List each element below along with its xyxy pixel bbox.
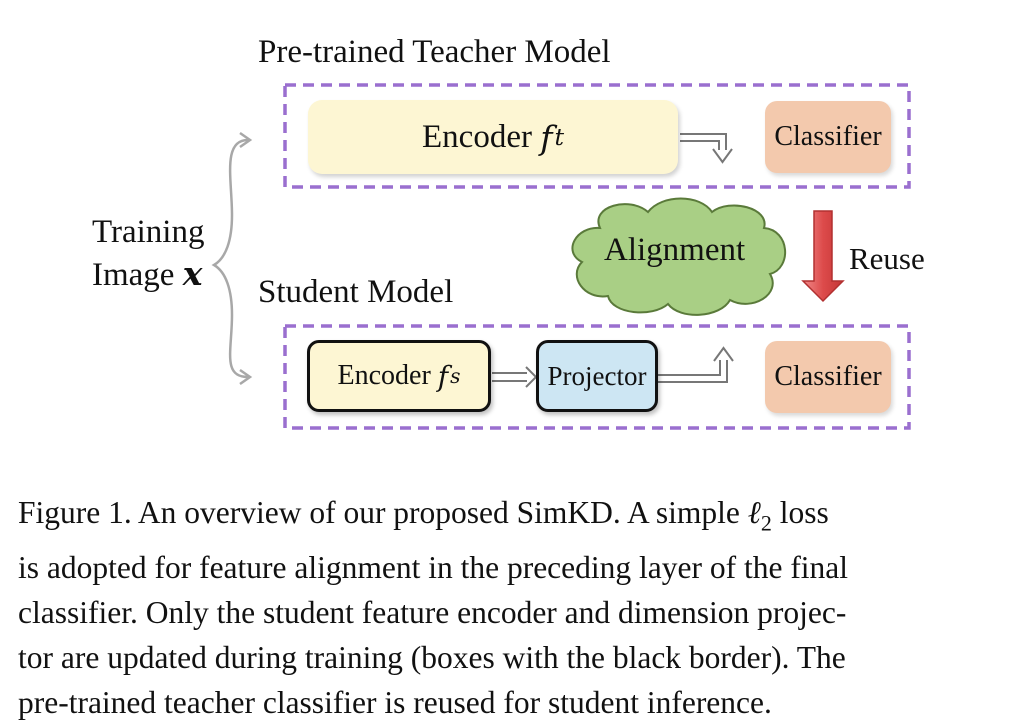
caption-line-2: is adopted for feature alignment in the …: [18, 550, 849, 586]
teacher-model-title: Pre-trained Teacher Model: [258, 34, 611, 70]
caption-line-3: classifier. Only the student feature enc…: [18, 595, 847, 631]
teacher-model-frame: [283, 83, 911, 189]
teacher-classifier-box: Classifier: [765, 101, 891, 173]
student-classifier-label: Classifier: [774, 361, 882, 392]
student-encoder-superscript: s: [450, 364, 461, 388]
image-symbol: x: [182, 254, 203, 293]
caption-line-1-b: loss: [771, 495, 829, 530]
student-classifier-box: Classifier: [765, 341, 891, 413]
brace-arrowhead-top: [239, 131, 253, 149]
alignment-label: Alignment: [604, 232, 746, 268]
image-label: Image x: [92, 257, 202, 292]
reuse-label: Reuse: [849, 241, 925, 276]
student-model-frame: [283, 324, 911, 430]
loss-symbol: ℓ: [747, 495, 761, 531]
loss-subscript: 2: [760, 510, 772, 536]
reuse-arrow: [801, 210, 845, 303]
student-encoder-symbol: f: [437, 359, 449, 393]
brace-arrowhead-bottom: [239, 368, 253, 386]
encoder-to-projector-arrow: [492, 366, 538, 388]
caption-line-1: Figure 1. An overview of our proposed Si…: [18, 490, 1008, 545]
caption-line-1-a: Figure 1. An overview of our proposed Si…: [18, 495, 748, 530]
figure-caption: Figure 1. An overview of our proposed Si…: [18, 490, 1008, 725]
alignment-cloud: [571, 197, 786, 316]
teacher-encoder-label: Encoder: [422, 118, 532, 155]
image-word: Image: [92, 257, 175, 293]
training-label: Training: [92, 214, 205, 250]
teacher-feature-arrow: [680, 133, 733, 164]
caption-line-4: tor are updated during training (boxes w…: [18, 640, 846, 676]
diagram-canvas: [211, 83, 911, 430]
teacher-encoder-superscript: t: [554, 123, 564, 151]
input-brace: [211, 138, 249, 379]
projector-label: Projector: [547, 360, 647, 391]
projector-box: Projector: [536, 340, 658, 412]
teacher-classifier-label: Classifier: [774, 121, 882, 152]
caption-line-5: pre-trained teacher classifier is reused…: [18, 685, 772, 721]
student-model-title: Student Model: [258, 274, 454, 310]
projector-feature-arrow: [658, 346, 734, 383]
teacher-encoder-symbol: f: [540, 117, 553, 157]
student-encoder-label: Encoder: [337, 360, 431, 391]
